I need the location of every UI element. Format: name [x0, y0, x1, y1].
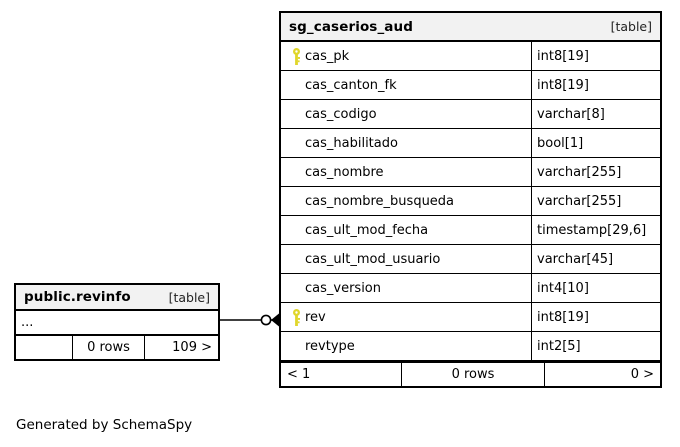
table-title: sg_caserios_aud [289, 18, 413, 35]
column-name-cell: cas_version [281, 274, 532, 302]
column-type-cell: int4[10] [537, 280, 589, 296]
column-name-cell: cas_nombre [281, 158, 532, 186]
column-name-cell: rev [281, 303, 532, 331]
table-header: public.revinfo [table] [16, 285, 218, 311]
table-footer: 0 rows 109 > [16, 336, 218, 359]
column-type-cell: timestamp[29,6] [537, 222, 647, 238]
table-row[interactable]: cas_codigo varchar[8] [281, 100, 660, 129]
column-name-cell: cas_nombre_busqueda [281, 187, 532, 215]
column-type-cell: varchar[255] [537, 164, 622, 180]
table-sg-caserios-aud: sg_caserios_aud [table] cas_pk int8[19] … [279, 11, 662, 388]
optional-circle-marker [260, 314, 272, 326]
column-type-cell: bool[1] [537, 135, 584, 151]
next-page-indicator[interactable]: 109 > [172, 340, 212, 355]
table-row[interactable]: cas_habilitado bool[1] [281, 129, 660, 158]
column-label: cas_pk [305, 48, 350, 64]
column-type-cell: varchar[45] [537, 251, 614, 267]
row-count-label: 0 rows [402, 363, 545, 386]
column-name-cell: cas_canton_fk [281, 71, 532, 99]
table-header: sg_caserios_aud [table] [281, 13, 660, 42]
table-kind-label: [table] [168, 289, 210, 305]
column-label: cas_habilitado [305, 135, 398, 151]
table-row[interactable]: cas_version int4[10] [281, 274, 660, 303]
column-label: cas_nombre [305, 164, 384, 180]
column-label: cas_version [305, 280, 382, 296]
prev-page-indicator[interactable]: < 1 [281, 363, 402, 386]
table-row[interactable]: cas_canton_fk int8[19] [281, 71, 660, 100]
table-public-revinfo: public.revinfo [table] ... 0 rows 109 > [14, 283, 220, 361]
column-type-cell: varchar[8] [537, 106, 605, 122]
column-label: cas_nombre_busqueda [305, 193, 455, 209]
table-row[interactable]: cas_pk int8[19] [281, 42, 660, 71]
column-label: cas_ult_mod_usuario [305, 251, 441, 267]
collapsed-columns-indicator[interactable]: ... [16, 311, 218, 336]
column-name-cell: cas_codigo [281, 100, 532, 128]
column-label: cas_codigo [305, 106, 377, 122]
column-name-cell: cas_habilitado [281, 129, 532, 157]
table-row[interactable]: rev int8[19] [281, 303, 660, 332]
table-kind-label: [table] [610, 19, 652, 34]
column-name-cell: revtype [281, 332, 532, 360]
column-name-cell: cas_pk [281, 42, 532, 70]
row-count-label: 0 rows [73, 336, 145, 359]
table-row[interactable]: cas_nombre_busqueda varchar[255] [281, 187, 660, 216]
table-row[interactable]: cas_ult_mod_fecha timestamp[29,6] [281, 216, 660, 245]
table-row[interactable]: cas_ult_mod_usuario varchar[45] [281, 245, 660, 274]
table-title: public.revinfo [24, 289, 131, 305]
generated-by-caption: Generated by SchemaSpy [16, 417, 193, 433]
column-label: cas_ult_mod_fecha [305, 222, 429, 238]
table-footer: < 1 0 rows 0 > [281, 361, 660, 386]
prev-page-indicator[interactable] [16, 336, 73, 359]
column-type-cell: int8[19] [537, 77, 589, 93]
column-name-cell: cas_ult_mod_fecha [281, 216, 532, 244]
column-label: cas_canton_fk [305, 77, 397, 93]
column-type-cell: int8[19] [537, 309, 589, 325]
relationship-connector [218, 306, 282, 334]
primary-key-icon [287, 47, 305, 65]
column-type-cell: int2[5] [537, 338, 581, 354]
column-label: revtype [305, 338, 355, 354]
next-page-indicator[interactable]: 0 > [630, 367, 654, 382]
table-row[interactable]: revtype int2[5] [281, 332, 660, 361]
column-type-cell: varchar[255] [537, 193, 622, 209]
table-row[interactable]: cas_nombre varchar[255] [281, 158, 660, 187]
column-name-cell: cas_ult_mod_usuario [281, 245, 532, 273]
primary-key-icon [287, 308, 305, 326]
column-type-cell: int8[19] [537, 48, 589, 64]
column-label: rev [305, 309, 326, 325]
